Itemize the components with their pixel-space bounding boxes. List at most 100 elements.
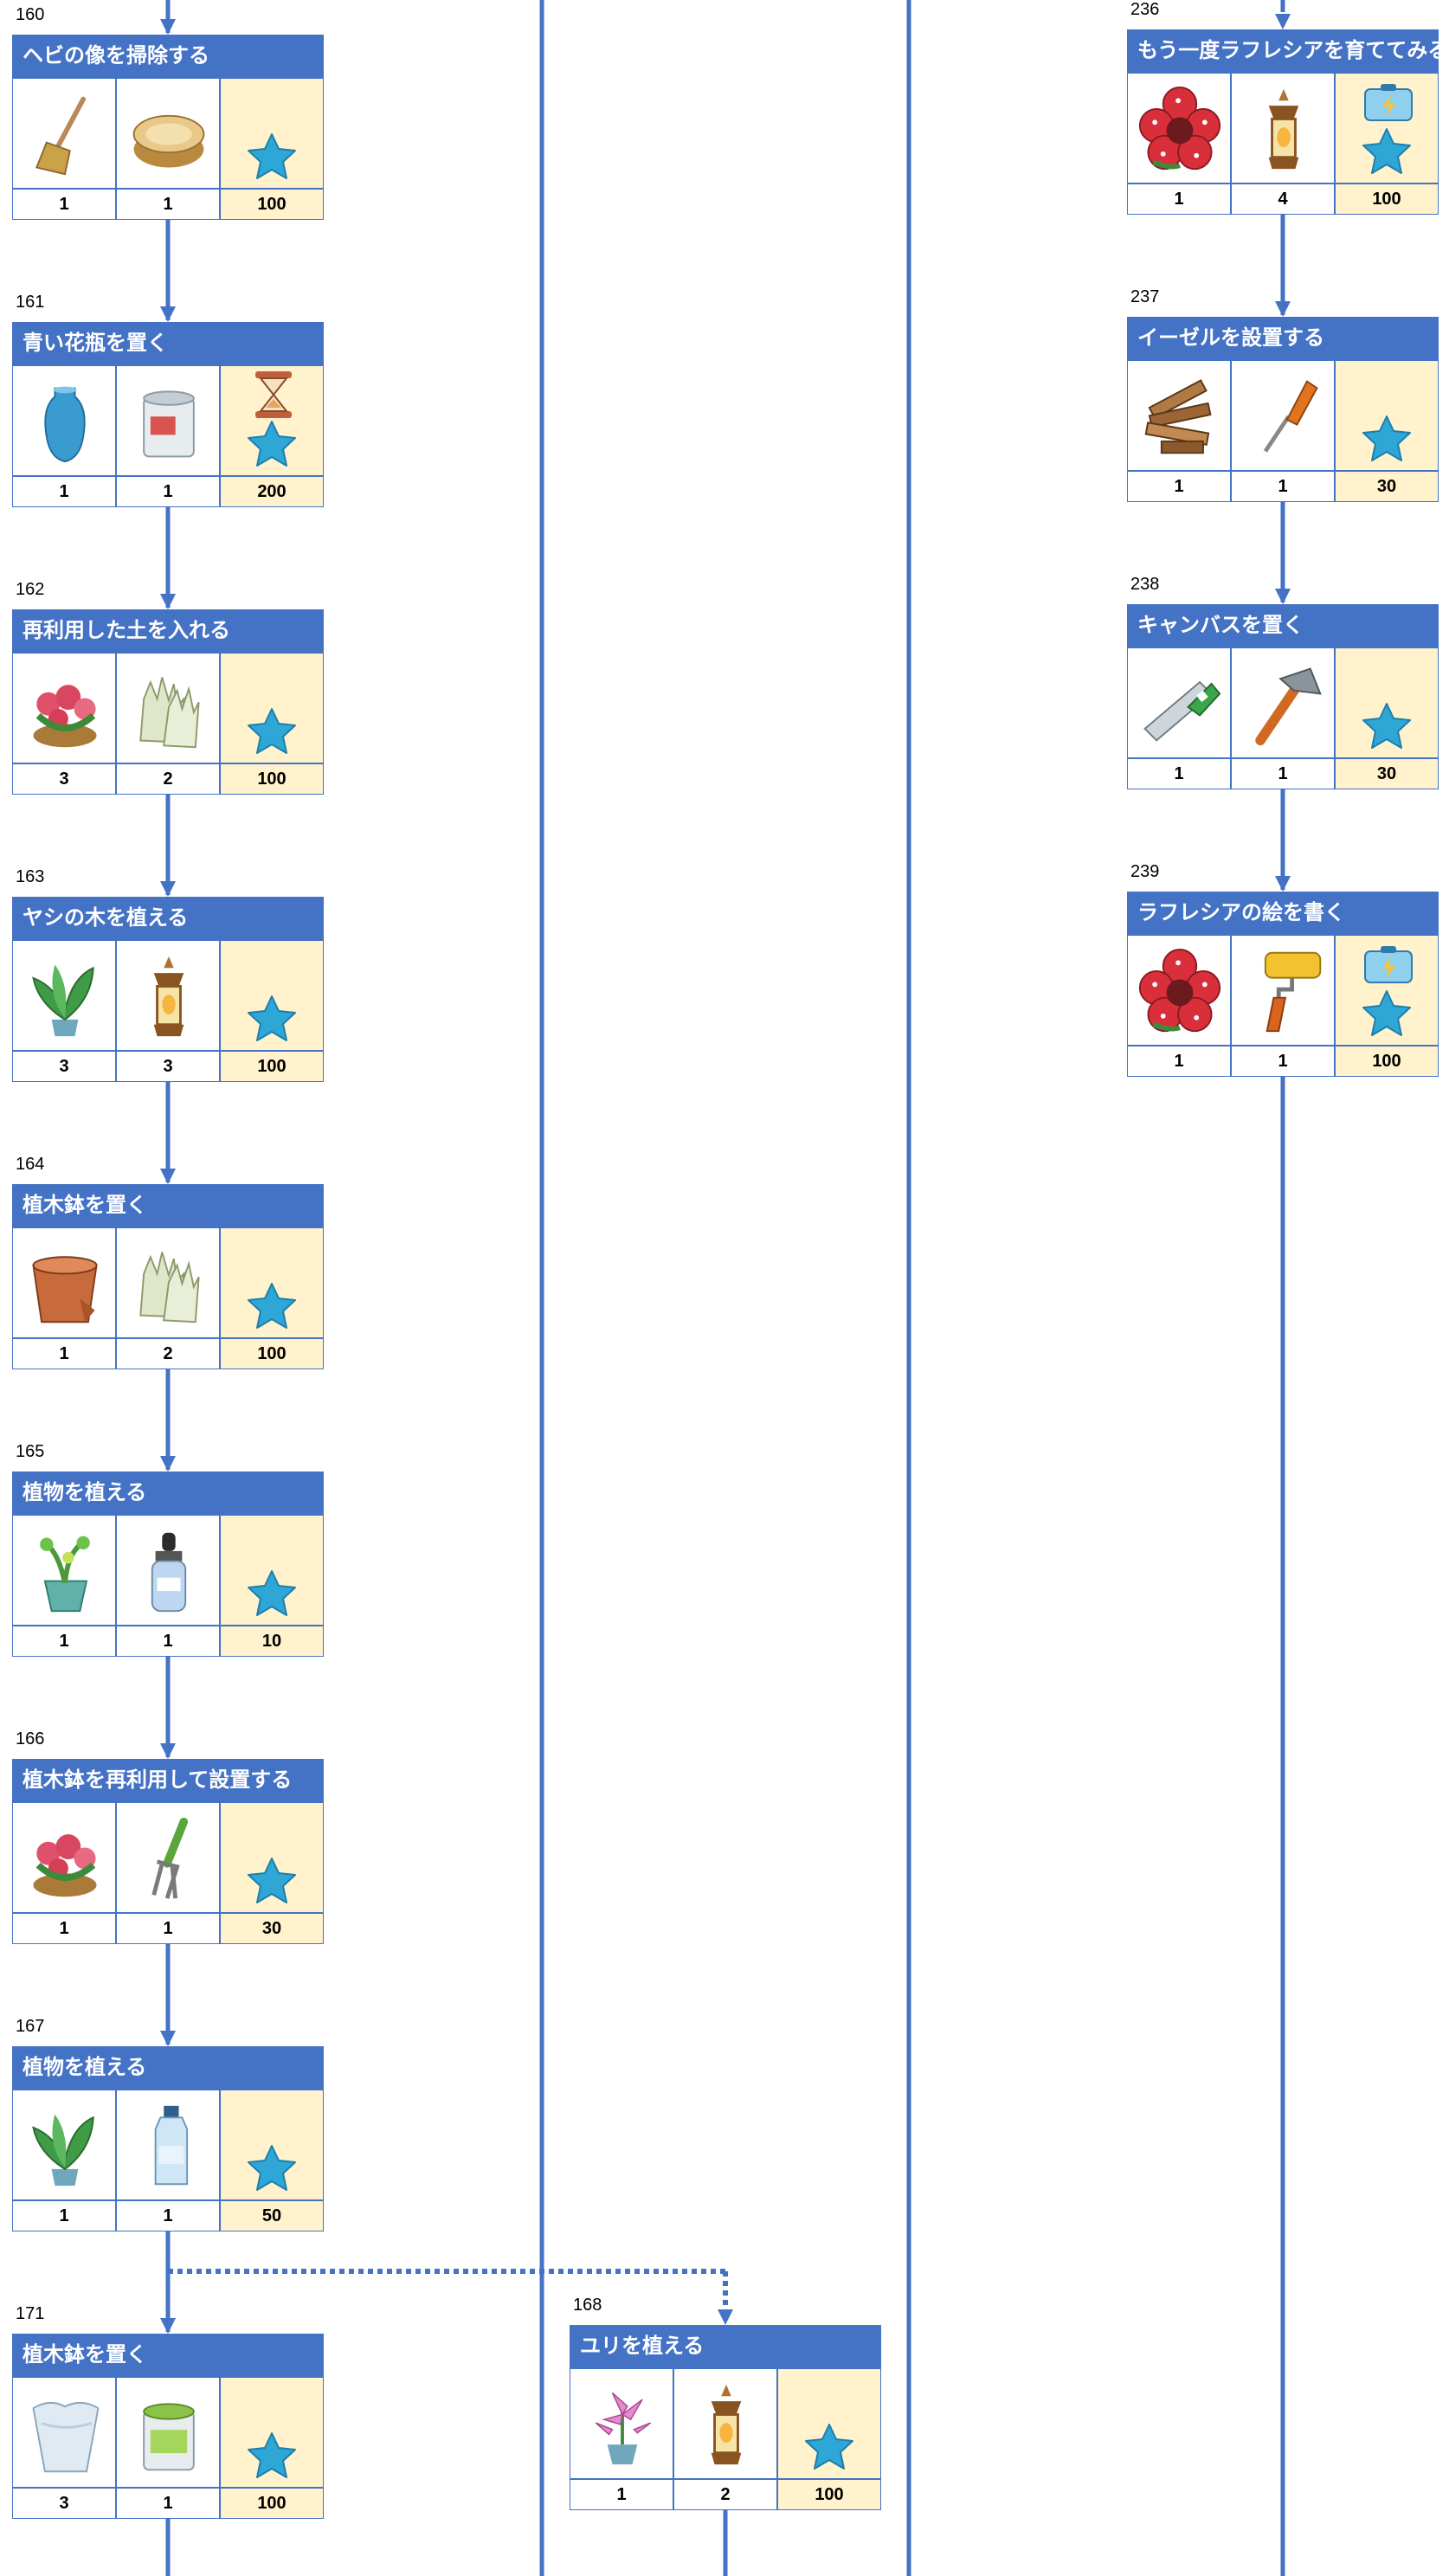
- item-quantity: 1: [116, 2488, 220, 2519]
- task-id: 237: [1130, 287, 1160, 306]
- paint-roller-icon: [1264, 951, 1322, 1033]
- flow-arrow: [1275, 876, 1291, 892]
- task-id: 236: [1130, 0, 1160, 19]
- reward-amount: 100: [1335, 1046, 1439, 1077]
- task-title: 植木鉢を置く: [12, 2334, 324, 2377]
- potted-plant-icon: [32, 964, 94, 1037]
- energy-case-icon: [1364, 946, 1413, 983]
- item-cell: [12, 2090, 116, 2200]
- item-cell: [116, 1802, 220, 1913]
- task-id: 164: [16, 1155, 45, 1174]
- item-quantity: 1: [12, 189, 116, 220]
- reward-cell: [220, 1515, 324, 1626]
- reward-cell: [777, 2368, 881, 2479]
- flow-arrow: [160, 306, 176, 322]
- reward-amount: 30: [1335, 471, 1439, 502]
- reward-amount: 100: [220, 763, 324, 795]
- reward-cell: [220, 365, 324, 476]
- reward-cell: [220, 78, 324, 189]
- item-cell: [1231, 647, 1335, 758]
- item-quantity: 1: [12, 476, 116, 507]
- item-quantity: 1: [12, 1626, 116, 1657]
- reward-cell: [220, 940, 324, 1051]
- task-title: イーゼルを設置する: [1127, 317, 1439, 360]
- item-quantity: 1: [1231, 758, 1335, 789]
- gloves-icon: [139, 1252, 200, 1323]
- task-id: 163: [16, 867, 45, 886]
- item-quantity: 2: [116, 1338, 220, 1369]
- reward-amount: 50: [220, 2200, 324, 2231]
- star-icon: [248, 708, 296, 754]
- item-quantity: 1: [116, 1626, 220, 1657]
- reward-cell: [1335, 360, 1439, 471]
- reward-cell: [220, 1227, 324, 1338]
- item-cell: [116, 940, 220, 1051]
- reward-cell: [1335, 73, 1439, 184]
- hourglass-icon: [255, 371, 292, 418]
- star-icon: [1362, 990, 1411, 1036]
- garden-fork-icon: [151, 1817, 189, 1899]
- task-id: 168: [573, 2296, 602, 2315]
- potted-plant-icon: [32, 2114, 94, 2186]
- flow-arrow: [718, 2309, 733, 2325]
- item-cell: [12, 1802, 116, 1913]
- star-icon: [248, 1570, 296, 1616]
- sprout-pot-icon: [40, 1536, 90, 1613]
- item-quantity: 1: [12, 1338, 116, 1369]
- reward-amount: 30: [1335, 758, 1439, 789]
- reward-amount: 10: [220, 1626, 324, 1657]
- item-cell: [1231, 935, 1335, 1046]
- clay-pot-icon: [32, 1256, 98, 1323]
- item-cell: [12, 2377, 116, 2488]
- task-id: 238: [1130, 575, 1160, 594]
- item-quantity: 1: [1231, 471, 1335, 502]
- item-cell: [12, 365, 116, 476]
- star-icon: [248, 421, 296, 467]
- task-title: もう一度ラフレシアを育ててみる: [1127, 29, 1439, 73]
- item-cell: [116, 1227, 220, 1338]
- task-title: 青い花瓶を置く: [12, 322, 324, 365]
- item-cell: [116, 365, 220, 476]
- energy-case-icon: [1364, 84, 1413, 121]
- item-cell: [570, 2368, 673, 2479]
- item-cell: [12, 1515, 116, 1626]
- star-icon: [805, 2424, 853, 2470]
- screwdriver-icon: [1263, 380, 1318, 453]
- task-id: 160: [16, 5, 45, 24]
- star-icon: [248, 2432, 296, 2478]
- task-title: キャンバスを置く: [1127, 604, 1439, 647]
- reward-cell: [1335, 935, 1439, 1046]
- reward-amount: 100: [777, 2479, 881, 2510]
- flow-arrow: [160, 19, 176, 35]
- item-cell: [116, 1515, 220, 1626]
- item-quantity: 2: [673, 2479, 777, 2510]
- reward-amount: 100: [220, 2488, 324, 2519]
- flower-basket-icon: [33, 1834, 97, 1897]
- item-cell: [116, 653, 220, 763]
- reward-amount: 100: [220, 1051, 324, 1082]
- saw-icon: [1143, 680, 1221, 742]
- item-cell: [116, 2377, 220, 2488]
- star-icon: [248, 995, 296, 1041]
- polish-tin-icon: [132, 114, 205, 168]
- task-title: ヘビの像を掃除する: [12, 35, 324, 78]
- flow-arrow: [160, 2031, 176, 2046]
- reward-cell: [1335, 647, 1439, 758]
- item-quantity: 1: [570, 2479, 673, 2510]
- item-quantity: 1: [116, 476, 220, 507]
- task-id: 166: [16, 1729, 45, 1748]
- item-cell: [1127, 935, 1231, 1046]
- item-quantity: 3: [116, 1051, 220, 1082]
- lantern-icon: [1268, 88, 1299, 170]
- item-quantity: 1: [1127, 1046, 1231, 1077]
- star-icon: [248, 2145, 296, 2191]
- star-icon: [248, 1283, 296, 1329]
